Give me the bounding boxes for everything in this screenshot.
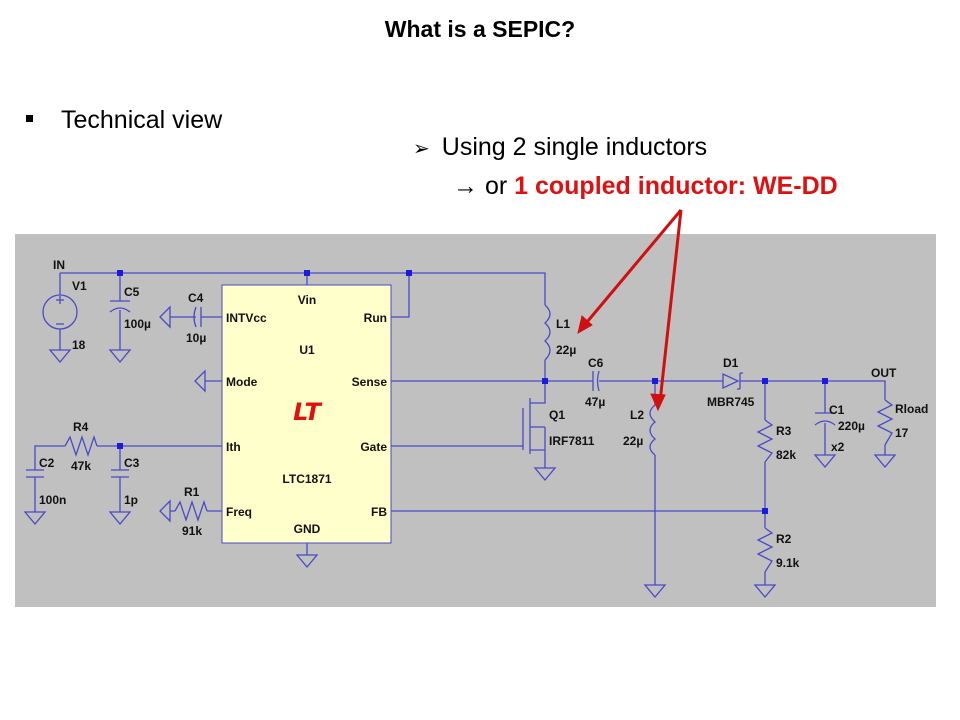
schematic-label: 10µ xyxy=(186,331,206,345)
schematic-label: V1 xyxy=(72,279,87,293)
schematic-background xyxy=(15,234,936,607)
schematic-label: Ith xyxy=(226,440,241,454)
arrowhead-bullet-icon: ➢ xyxy=(413,138,430,160)
schematic-label: 1p xyxy=(124,493,138,507)
schematic-label: Sense xyxy=(352,375,388,389)
arrow-to-l2-head xyxy=(650,393,666,412)
schematic-label: R1 xyxy=(184,485,200,499)
slide-title: What is a SEPIC? xyxy=(384,16,576,42)
schematic-label: L2 xyxy=(630,408,644,422)
arrow-to-l2 xyxy=(658,209,683,403)
schematic-label: 22µ xyxy=(556,343,576,357)
schematic-label: Freq xyxy=(226,505,252,519)
schematic-label: Vin xyxy=(298,293,316,307)
schematic-label: D1 xyxy=(723,356,739,370)
schematic-label: 17 xyxy=(895,426,909,440)
arrow-to-l1 xyxy=(580,209,683,329)
coupled-inductor-highlight: 1 coupled inductor: WE-DD xyxy=(514,172,838,200)
schematic-label: R2 xyxy=(776,532,792,546)
schematic-label: IN xyxy=(53,258,65,272)
schematic-label: 91k xyxy=(182,524,202,538)
labels: IN V1 18 C5 100µ C4 10µ C2 100n C3 1p R4… xyxy=(39,258,928,570)
schematic-label: Q1 xyxy=(549,408,565,422)
schematic-label: C3 xyxy=(124,456,140,470)
schematic-label: FB xyxy=(371,505,387,519)
sub-bullet-text: Using 2 single inductors xyxy=(441,133,708,161)
schematic-label: Mode xyxy=(226,375,258,389)
sub-sub-bullet: → or 1 coupled inductor: WE-DD xyxy=(453,172,838,201)
schematic-label: C1 xyxy=(829,403,845,417)
schematic-label: OUT xyxy=(871,366,897,380)
schematic-label: C5 xyxy=(124,285,140,299)
sub-bullet: ➢ Using 2 single inductors xyxy=(413,133,707,162)
schematic-label: C4 xyxy=(188,291,204,305)
schematic-label: Rload xyxy=(895,402,928,416)
schematic-label: 22µ xyxy=(623,434,643,448)
arrow-to-l1-head xyxy=(577,315,593,335)
schematic-label: 100n xyxy=(39,493,66,507)
lt-logo: LT xyxy=(293,398,322,426)
schematic-label: R4 xyxy=(73,420,89,434)
schematic-label: 100µ xyxy=(124,317,151,331)
schematic-label: C6 xyxy=(588,356,604,370)
schematic-label: x2 xyxy=(831,440,845,454)
schematic-label: 18 xyxy=(72,338,86,352)
junctions xyxy=(117,270,828,514)
schematic-label: R3 xyxy=(776,424,792,438)
schematic-label: 47µ xyxy=(585,395,605,409)
schematic-label: Run xyxy=(364,311,387,325)
schematic-label: Gate xyxy=(360,440,387,454)
schematic-label: 220µ xyxy=(838,419,865,433)
schematic-label: 47k xyxy=(71,459,91,473)
schematic-label: MBR745 xyxy=(707,395,755,409)
schematic-label: L1 xyxy=(556,317,570,331)
or-text: or xyxy=(484,172,508,200)
schematic-label: LTC1871 xyxy=(282,472,331,486)
schematic-label: C2 xyxy=(39,456,55,470)
bullet-text: Technical view xyxy=(61,106,223,134)
right-arrow-icon: → xyxy=(453,172,478,200)
red-arrows xyxy=(577,209,683,412)
schematic-label: INTVcc xyxy=(226,311,267,325)
schematic-label: U1 xyxy=(299,343,315,357)
schematic-label: 9.1k xyxy=(776,556,800,570)
schematic-label: 82k xyxy=(776,448,796,462)
bullet-technical-view: Technical view xyxy=(26,106,222,135)
schematic-label: GND xyxy=(294,522,321,536)
bullet-square-icon xyxy=(26,114,33,122)
ic-u1[interactable] xyxy=(221,284,392,544)
schematic-label: IRF7811 xyxy=(549,434,595,448)
